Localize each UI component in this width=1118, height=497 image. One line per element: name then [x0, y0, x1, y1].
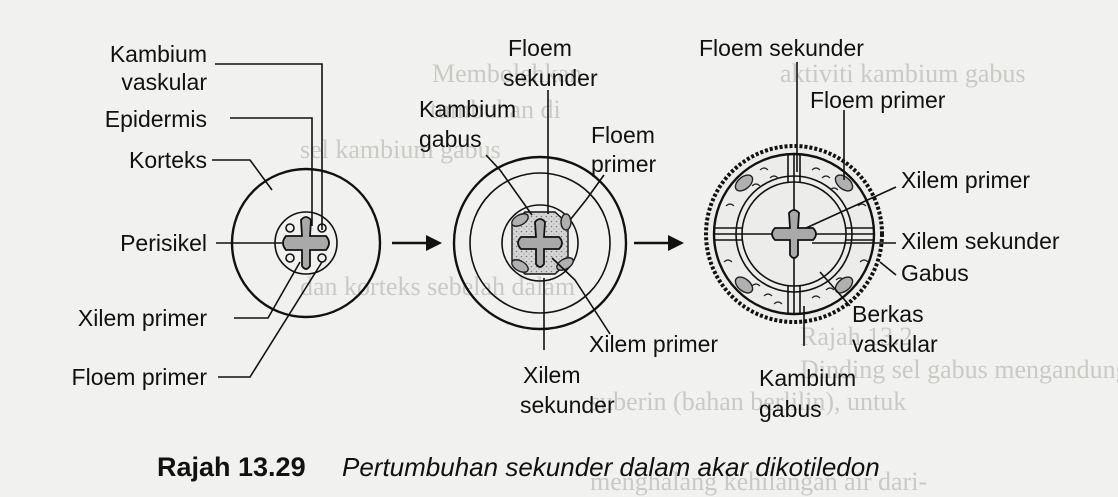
ghost-line-9: menghalang kehilangan air dari- [590, 467, 927, 496]
label-floem-primer-1: Floem primer [72, 364, 208, 390]
stage3-phloem-1 [734, 174, 754, 192]
label-kambium-vaskular-1: Kambium [110, 41, 207, 67]
label-kambium-gabus-3a: Kambium [759, 365, 856, 391]
leader-s1-epidermis [230, 117, 313, 226]
background-text: Membolehkan tumbuhan di aktiviti kambium… [300, 59, 1118, 496]
leader-s2-floem-primer [569, 174, 605, 221]
label-kambium-vaskular-2: vaskular [121, 69, 207, 95]
leader-s1-korteks [212, 159, 273, 191]
label-floem-sekunder-3: Floem sekunder [699, 35, 864, 61]
ghost-line-5: dan korteks sebelah dalam [300, 272, 575, 301]
label-berkas-vaskular-1: Berkas [852, 301, 924, 327]
label-epidermis: Epidermis [105, 106, 207, 132]
stage3-xylem-cross [771, 209, 817, 259]
caption-text: Pertumbuhan sekunder dalam akar dikotile… [342, 452, 880, 482]
arrow-1 [392, 235, 442, 251]
stage1-phloem-3 [285, 253, 295, 263]
stage-2-root: Floem sekunder Kambium gabus Floem prime… [419, 35, 718, 418]
stage-1-root: Kambium vaskular Epidermis Korteks Peris… [72, 41, 382, 390]
leader-s3-berkas [819, 271, 851, 307]
label-berkas-vaskular-2: vaskular [852, 331, 938, 357]
ghost-line-4: sel kambium gabus [300, 135, 501, 164]
label-xilem-sekunder-2a: Xilem [523, 362, 581, 388]
stage-3-root: Floem sekunder Floem primer Xilem primer… [699, 35, 1060, 422]
label-xilem-sekunder-3: Xilem sekunder [901, 228, 1060, 254]
stage2-phloem-2 [560, 213, 572, 231]
label-floem-primer-3: Floem primer [810, 87, 946, 113]
stage2-xylem-cross [517, 218, 563, 268]
stage3-phloem-3 [734, 276, 754, 294]
ghost-line-7: Dinding sel gabus mengandungi [800, 355, 1118, 384]
label-kambium-gabus-3b: gabus [759, 396, 822, 422]
stage3-phloem-marks [723, 167, 869, 305]
ghost-line-6: Rajah 13.2 [800, 322, 913, 351]
ghost-line-2: tumbuhan di [430, 95, 561, 124]
leader-s1-kambium [215, 63, 323, 230]
label-floem-sekunder-1: Floem [508, 35, 572, 61]
label-kambium-gabus-1: Kambium [419, 96, 516, 122]
stage3-phloem-2 [834, 174, 854, 192]
label-xilem-sekunder-2b: sekunder [520, 392, 615, 418]
label-kambium-gabus-2: gabus [419, 126, 482, 152]
label-floem-sekunder-2: sekunder [503, 65, 598, 91]
stage1-phloem-4 [317, 253, 327, 263]
label-perisikel: Perisikel [120, 230, 207, 256]
label-korteks: Korteks [129, 147, 207, 173]
label-gabus: Gabus [901, 260, 969, 286]
leader-s1-floem [218, 261, 323, 378]
label-xilem-primer-3: Xilem primer [901, 167, 1030, 193]
leader-s2-xilem-primer [551, 257, 611, 335]
leader-s3-gabus [879, 261, 897, 276]
leader-s2-kambium-gabus [485, 154, 533, 216]
stage1-phloem-1 [285, 223, 295, 233]
stage2-phloem-3 [511, 259, 529, 273]
ghost-line-3: aktiviti kambium gabus [780, 59, 1026, 88]
leader-s3-xilem-primer [805, 186, 897, 229]
figure-caption: Rajah 13.29 Pertumbuhan sekunder dalam a… [157, 452, 880, 482]
label-xilem-primer-1: Xilem primer [78, 305, 207, 331]
label-floem-primer-2b: primer [591, 151, 657, 177]
ghost-line-1: Membolehkan [432, 59, 582, 88]
caption-number: Rajah 13.29 [157, 452, 306, 482]
leader-s1-xilem [234, 261, 301, 319]
ghost-line-8: suberin (bahan berlilin), untuk [590, 387, 906, 416]
stage1-xylem-cross [282, 216, 330, 270]
arrow-2 [634, 235, 684, 251]
stage2-stele [501, 204, 579, 282]
stage2-phloem-1 [511, 213, 529, 227]
label-floem-primer-2a: Floem [591, 122, 655, 148]
stage2-cork-cambium [469, 172, 611, 314]
label-xilem-primer-2: Xilem primer [589, 331, 718, 357]
stage2-outer-ring [452, 155, 628, 331]
